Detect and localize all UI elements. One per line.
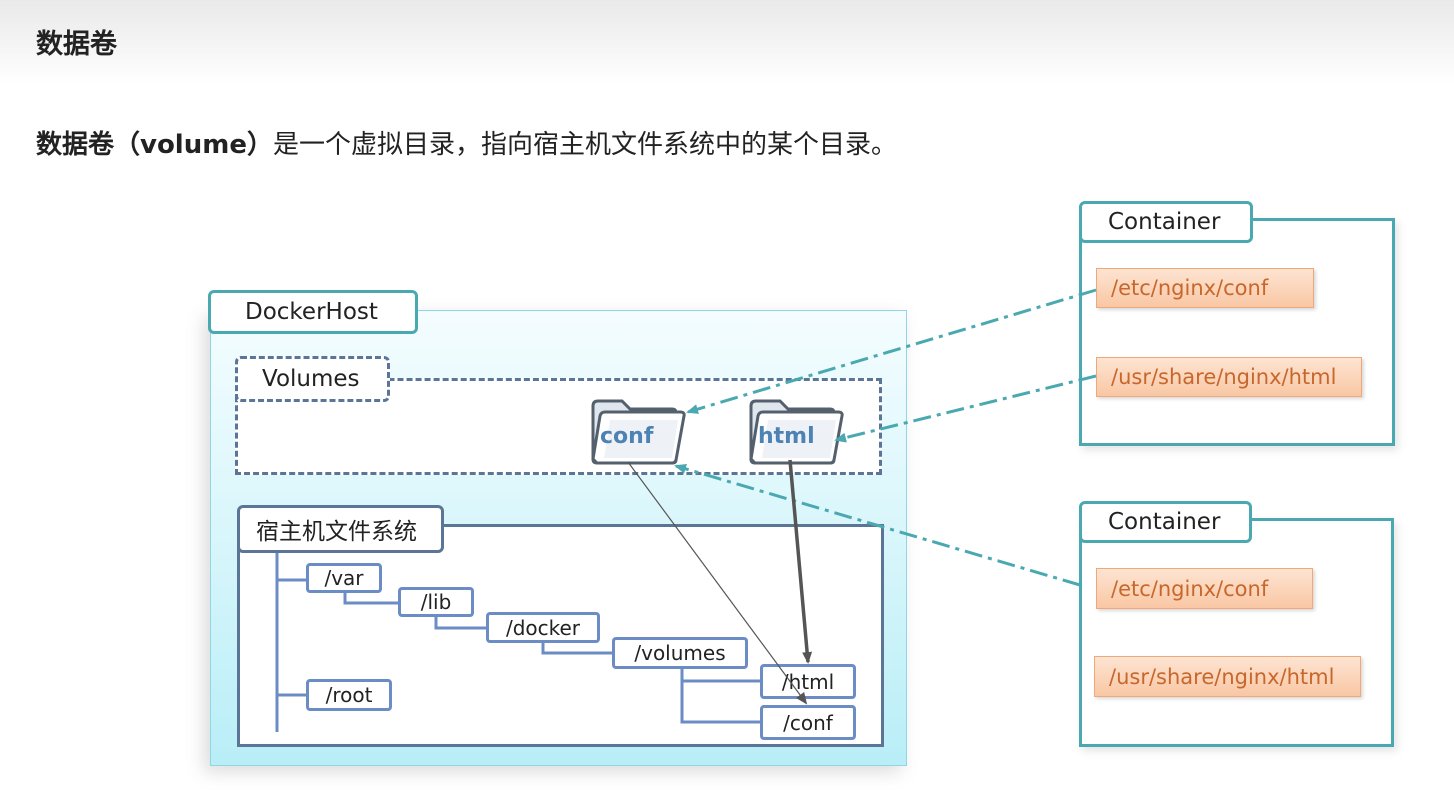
folder-icon-html: html	[748, 398, 846, 466]
container-2-path-html: /usr/share/nginx/html	[1094, 656, 1361, 697]
intro-bold: 数据卷（volume）	[36, 130, 273, 160]
fs-node-lib: /lib	[398, 587, 474, 617]
container-1-box	[1079, 218, 1395, 446]
container-1-path-html: /usr/share/nginx/html	[1096, 357, 1362, 397]
folder-icon-conf: conf	[590, 398, 688, 466]
container-2-tab: Container	[1079, 501, 1252, 543]
fs-node-docker: /docker	[486, 612, 600, 643]
fs-node-conf: /conf	[760, 705, 856, 740]
container-1-tab: Container	[1079, 201, 1253, 243]
intro-rest: 是一个虚拟目录，指向宿主机文件系统中的某个目录。	[272, 130, 897, 160]
intro-text: 数据卷（volume）是一个虚拟目录，指向宿主机文件系统中的某个目录。	[36, 124, 897, 161]
container-2-box	[1079, 518, 1394, 747]
folder-label-conf: conf	[600, 424, 654, 449]
volumes-tab: Volumes	[235, 356, 390, 402]
container-2-path-conf: /etc/nginx/conf	[1096, 568, 1313, 609]
header-band	[0, 0, 1454, 84]
host-fs-tab: 宿主机文件系统	[237, 505, 444, 553]
fs-node-html: /html	[760, 664, 856, 699]
docker-host-tab: DockerHost	[208, 290, 418, 334]
folder-label-html: html	[758, 424, 815, 449]
fs-node-volumes: /volumes	[612, 637, 748, 669]
page-title: 数据卷	[36, 29, 117, 60]
fs-node-var: /var	[306, 563, 382, 593]
container-1-path-conf: /etc/nginx/conf	[1096, 268, 1314, 308]
fs-node-root: /root	[306, 679, 392, 711]
